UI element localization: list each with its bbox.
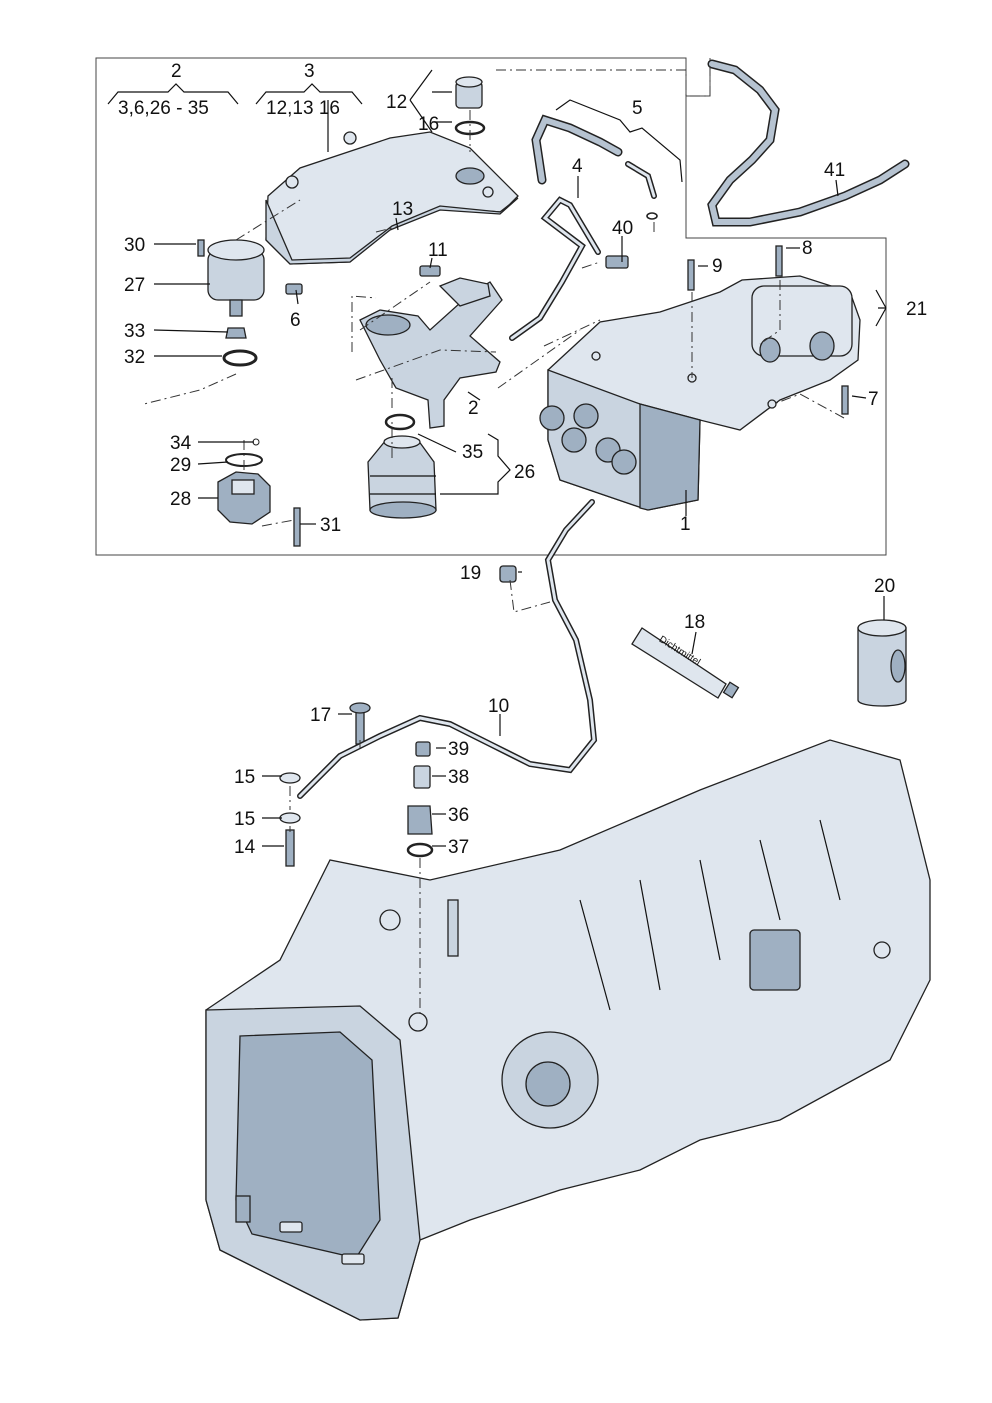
hydraulic-unit-part: [539, 275, 861, 511]
callout-20: 20: [874, 576, 895, 597]
group-3-brace: 3 12,13 16: [255, 61, 363, 119]
callout-34: 34: [170, 433, 192, 454]
leader-lines: [153, 69, 887, 847]
group-2-brace: 2 3,6,26 - 35: [107, 61, 239, 119]
actuator-part: [197, 239, 265, 367]
callout-18: 18: [684, 612, 705, 633]
callout-12: 12: [386, 92, 407, 113]
callout-9: 9: [712, 256, 723, 277]
callout-26: 26: [514, 462, 535, 483]
callout-8: 8: [802, 238, 813, 259]
gearbox-housing-part: [205, 739, 931, 1321]
callout-11: 11: [428, 240, 448, 261]
callout-15-lower: 15: [234, 809, 255, 830]
callout-40: 40: [612, 218, 633, 239]
callout-35: 35: [462, 442, 483, 463]
callout-41: 41: [824, 160, 845, 181]
bellows-part: [367, 413, 437, 519]
callout-7: 7: [868, 389, 879, 410]
group-2-number: 2: [171, 61, 182, 82]
callout-28: 28: [170, 489, 191, 510]
callout-10: 10: [488, 696, 509, 717]
callout-31: 31: [320, 515, 341, 536]
fittings-part: [406, 741, 434, 858]
frame-notch: [685, 58, 711, 97]
callout-21: 21: [906, 299, 927, 320]
callout-17: 17: [310, 705, 331, 726]
callout-16: 16: [418, 114, 439, 135]
breather-cap-part: [454, 76, 486, 136]
callout-30: 30: [124, 235, 145, 256]
bracket-part: [359, 277, 503, 429]
callout-27: 27: [124, 275, 145, 296]
sealant-tube-part: Dichtmittel: [631, 627, 740, 699]
group-2-range: 3,6,26 - 35: [118, 98, 209, 119]
callout-39: 39: [448, 739, 469, 760]
pressure-pipe-part: [509, 196, 601, 341]
callout-38: 38: [448, 767, 469, 788]
group-5-number: 5: [632, 98, 643, 119]
group-3-range: 12,13 16: [266, 98, 340, 119]
rubber-mount-part: [217, 438, 301, 547]
oil-can-part: [857, 619, 907, 707]
callout-6: 6: [290, 310, 301, 331]
hose-part: [707, 59, 910, 227]
bolts-part: [279, 245, 849, 867]
group-5-brace: 5: [555, 98, 683, 183]
housing-cover-part: [265, 131, 519, 265]
group-3-number: 3: [304, 61, 315, 82]
callout-4: 4: [572, 156, 583, 177]
callout-13: 13: [392, 199, 413, 220]
hydraulic-hose-part: [531, 114, 658, 220]
callout-32: 32: [124, 347, 145, 368]
callout-33: 33: [124, 321, 145, 342]
callout-19: 19: [460, 563, 481, 584]
callout-2: 2: [468, 398, 479, 419]
callout-29: 29: [170, 455, 191, 476]
return-pipe-part: [297, 499, 598, 799]
callout-14: 14: [234, 837, 256, 858]
callout-37: 37: [448, 837, 469, 858]
callout-labels: 12 16 13 11 6 30 27 33 32 34 29 28 31 35…: [124, 92, 927, 858]
callout-1: 1: [680, 514, 691, 535]
callout-36: 36: [448, 805, 469, 826]
callout-15-upper: 15: [234, 767, 255, 788]
centre-lines: [143, 66, 845, 1018]
